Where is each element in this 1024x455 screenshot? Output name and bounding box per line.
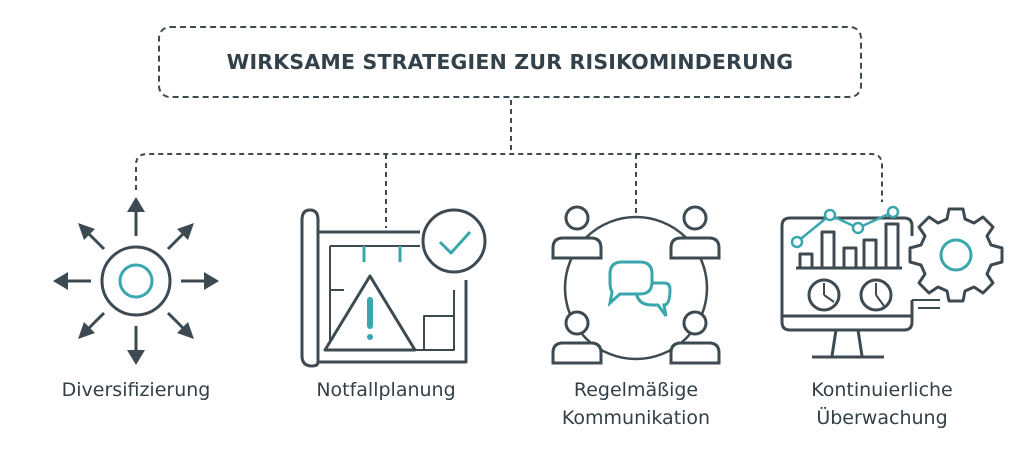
label-line: Überwachung <box>816 407 948 429</box>
connector-lines <box>135 100 883 228</box>
diversification-icon <box>53 197 219 365</box>
label-line: Regelmäßige <box>573 379 699 401</box>
diagram-title: WIRKSAME STRATEGIEN ZUR RISIKOMINDERUNG <box>226 50 794 74</box>
label-communication: Regelmäßige Kommunikation <box>516 376 756 432</box>
label-monitoring: Kontinuierliche Überwachung <box>762 376 1002 432</box>
monitoring-icon <box>780 205 1004 359</box>
label-diversification: Diversifizierung <box>16 376 256 404</box>
label-line: Kontinuierliche <box>811 379 953 401</box>
title-box: WIRKSAME STRATEGIEN ZUR RISIKOMINDERUNG <box>158 26 862 98</box>
label-line: Kommunikation <box>561 407 711 429</box>
label-contingency-planning: Notfallplanung <box>266 376 506 404</box>
communication-icon <box>551 205 721 365</box>
contingency-plan-icon <box>300 208 487 368</box>
label-line: Notfallplanung <box>316 379 456 401</box>
label-line: Diversifizierung <box>61 379 211 401</box>
